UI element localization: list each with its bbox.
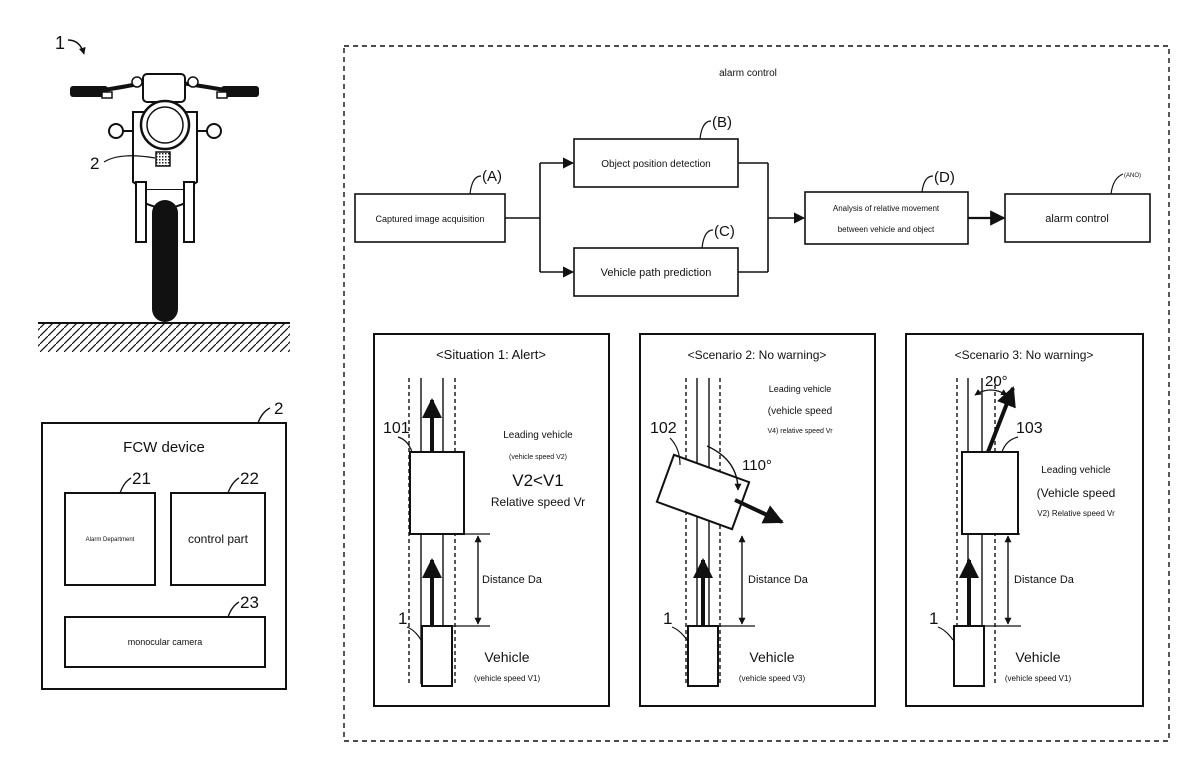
- camera-icon: [155, 151, 171, 167]
- s1-lead-line1: Leading vehicle: [503, 430, 573, 441]
- control-ref: 22: [240, 469, 259, 488]
- s3-vehicle-label: Vehicle: [1015, 649, 1060, 665]
- box-d: [804, 191, 969, 245]
- scenario-2-title: <Scenario 2: No warning>: [688, 348, 827, 362]
- camera-ref: 2: [90, 154, 99, 173]
- s1-speed-compare: V2<V1: [512, 471, 564, 490]
- box-d-line2: between vehicle and object: [838, 225, 935, 234]
- box-b-label: Object position detection: [601, 159, 711, 170]
- s2-own-vehicle: [687, 625, 719, 687]
- situation-1-panel: <Situation 1: Alert> 101 Leading vehicle…: [373, 333, 610, 707]
- motorcycle-figure: 1 2: [38, 33, 290, 352]
- s2-lead-line2: (vehicle speed: [768, 406, 832, 417]
- s3-vehicle-ref: 1: [929, 609, 938, 628]
- box-c-ref: (C): [714, 223, 735, 240]
- s1-vehicle-speed: (vehicle speed V1): [474, 674, 541, 683]
- alarm-label: Alarm Department: [86, 537, 135, 543]
- leading-vehicle-102-ref: 102: [650, 420, 677, 437]
- flowchart: Captured image acquisition (A) Object po…: [354, 114, 1151, 297]
- s3-angle: 20°: [985, 373, 1008, 390]
- box-e-label: alarm control: [1045, 213, 1109, 225]
- s3-vehicle-speed: (vehicle speed V1): [1005, 674, 1072, 683]
- leading-vehicle-101-ref: 101: [383, 420, 410, 437]
- s3-own-vehicle: [953, 625, 985, 687]
- leading-vehicle-102: [655, 453, 751, 531]
- s1-relative-speed: Relative speed Vr: [491, 495, 585, 509]
- s3-lead-line3: V2) Relative speed Vr: [1037, 509, 1115, 518]
- s2-lead-line1: Leading vehicle: [769, 384, 832, 394]
- fcw-ref: 2: [274, 399, 283, 418]
- box-a-ref: (A): [482, 168, 502, 185]
- fcw-device: 2 FCW device 21 Alarm Department 22 cont…: [41, 399, 287, 690]
- motorcycle-ref-arrow: [67, 39, 86, 55]
- s2-angle: 110°: [742, 457, 772, 474]
- s1-own-vehicle: [421, 625, 453, 687]
- box-d-line1: Analysis of relative movement: [833, 204, 940, 213]
- s1-vehicle-label: Vehicle: [484, 649, 529, 665]
- alarm-ref: 21: [132, 469, 151, 488]
- box-a: [354, 193, 506, 243]
- s1-distance: Distance Da: [482, 574, 543, 586]
- s1-lead-line2: (vehicle speed V2): [509, 454, 567, 461]
- box-e-ref: (ANO): [1124, 173, 1141, 179]
- s2-distance: Distance Da: [748, 574, 809, 586]
- box-b-ref: (B): [712, 114, 732, 131]
- box-e: [1004, 193, 1151, 243]
- box-a-label: Captured image acquisition: [375, 214, 484, 224]
- s3-distance: Distance Da: [1014, 574, 1075, 586]
- alarm-control-title: alarm control: [719, 68, 777, 79]
- camera-label: monocular camera: [128, 637, 203, 647]
- s2-vehicle-speed: (vehicle speed V3): [739, 674, 806, 683]
- monocular-camera-box: [64, 616, 266, 668]
- camera-box-ref: 23: [240, 593, 259, 612]
- leading-vehicle-103: [961, 451, 1019, 535]
- s2-vehicle-label: Vehicle: [749, 649, 794, 665]
- leading-vehicle-101: [409, 451, 465, 535]
- s2-vehicle-ref: 1: [663, 609, 672, 628]
- fcw-title: FCW device: [123, 439, 205, 456]
- box-d-ref: (D): [934, 169, 955, 186]
- scenario-2-panel: <Scenario 2: No warning> 110° 102 Leadin…: [639, 333, 876, 707]
- s2-lead-line3: V4) relative speed Vr: [767, 428, 833, 435]
- scenario-3-panel: <Scenario 3: No warning> 20° 103 Leading…: [905, 333, 1144, 707]
- alarm-department-box: [64, 492, 156, 586]
- situation-1-title: <Situation 1: Alert>: [436, 347, 546, 362]
- box-c: [573, 247, 739, 297]
- motorcycle-ref: 1: [55, 33, 65, 53]
- scenario-3-title: <Scenario 3: No warning>: [955, 348, 1094, 362]
- s3-lead-line2: (Vehicle speed: [1037, 486, 1116, 500]
- s1-vehicle-ref: 1: [398, 609, 407, 628]
- leading-vehicle-103-ref: 103: [1016, 420, 1043, 437]
- control-label: control part: [188, 532, 249, 546]
- alarm-control-frame: [343, 45, 1170, 742]
- s3-lead-line1: Leading vehicle: [1041, 465, 1111, 476]
- control-part-box: [170, 492, 266, 586]
- box-c-label: Vehicle path prediction: [601, 267, 712, 279]
